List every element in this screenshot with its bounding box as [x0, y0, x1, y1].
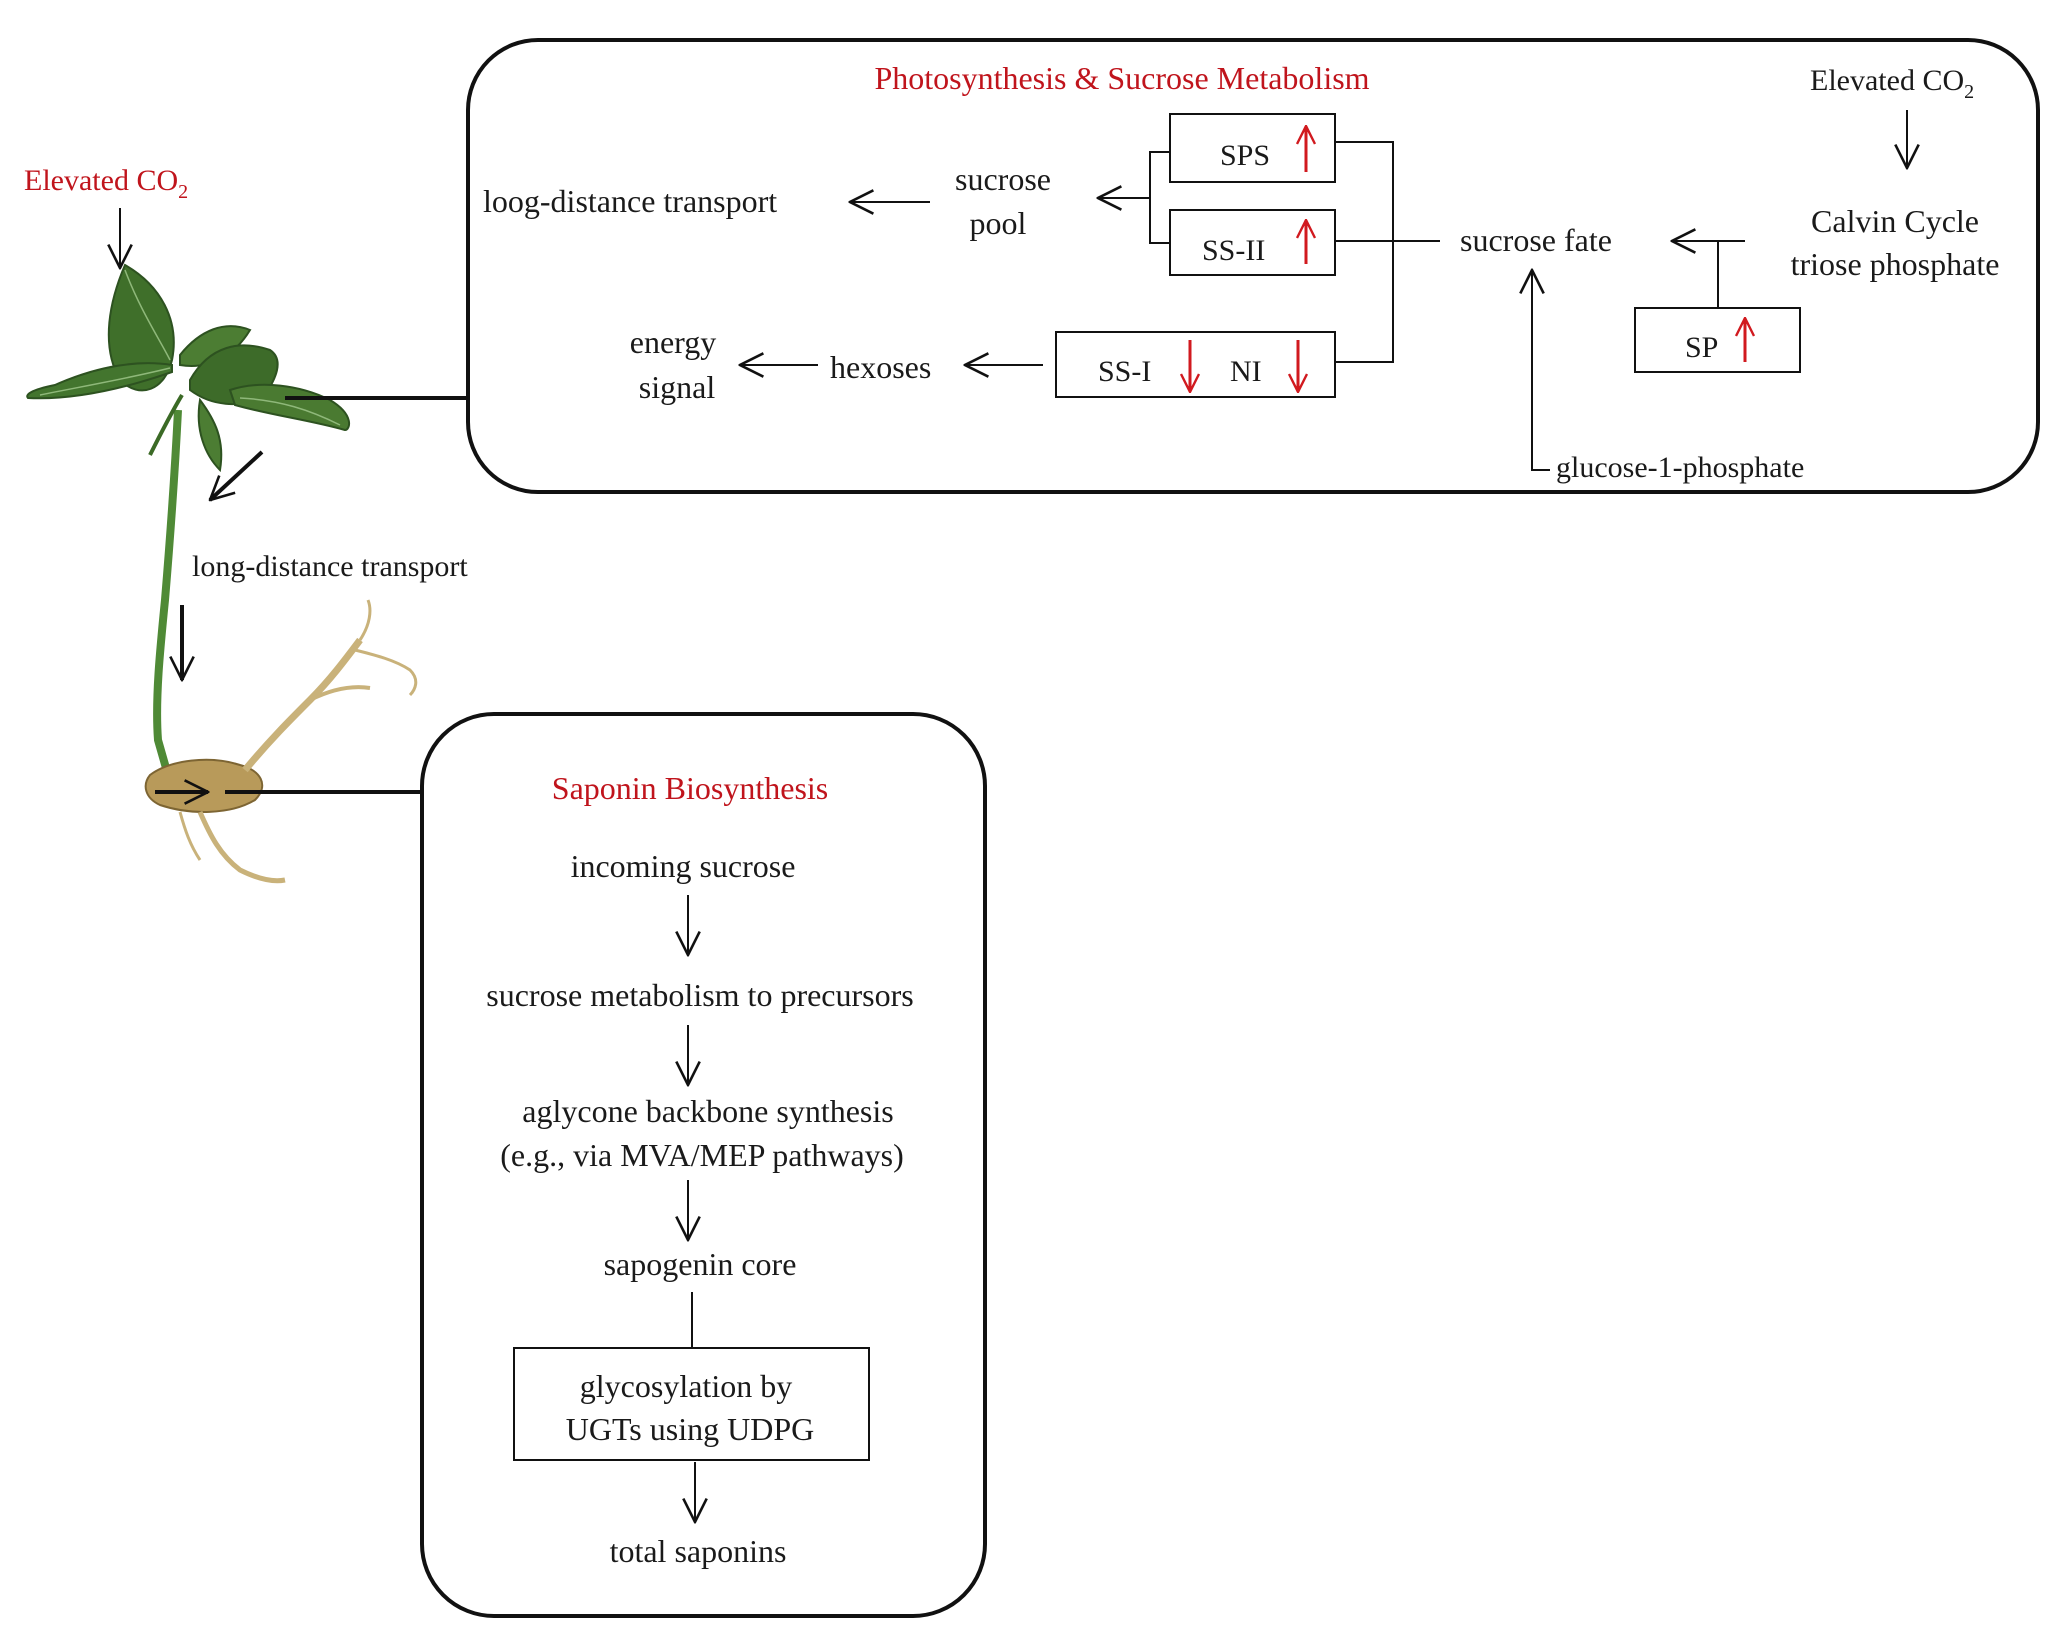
step-aglycone-line2: (e.g., via MVA/MEP pathways) [500, 1137, 904, 1173]
calvin-cycle-label: Calvin Cycle [1811, 203, 1979, 239]
ni-label: NI [1230, 355, 1262, 388]
triose-phosphate-label: triose phosphate [1791, 246, 2000, 282]
energy-label: energy [630, 324, 716, 360]
glycosylation-box [513, 1347, 870, 1461]
sp-box [1634, 307, 1801, 373]
hexoses-label: hexoses [830, 349, 931, 385]
step-sucrose-metabolism: sucrose metabolism to precursors [486, 977, 913, 1013]
plant-long-distance-transport-label: long-distance transport [192, 550, 468, 583]
glucose-to-sucrose-fate-arrow [1532, 270, 1550, 471]
enzyme-bracket-line [1335, 141, 1394, 363]
ss1-label: SS-I [1098, 355, 1151, 388]
step-glycosylation-line1: glycosylation by [580, 1368, 792, 1404]
sp-label: SP [1685, 331, 1718, 364]
step-sapogenin-core: sapogenin core [604, 1246, 797, 1282]
step-incoming-sucrose: incoming sucrose [571, 848, 796, 884]
panel-transport-label: loog-distance transport [483, 183, 777, 219]
step-glycosylation-line2: UGTs using UDPG [566, 1411, 814, 1447]
saponin-panel-title: Saponin Biosynthesis [552, 770, 828, 806]
sucrose-pool-label-line2: pool [970, 205, 1027, 241]
sucrose-fate-label: sucrose fate [1460, 222, 1612, 258]
ss2-label: SS-II [1202, 234, 1265, 267]
photosynthesis-panel-title: Photosynthesis & Sucrose Metabolism [874, 60, 1369, 96]
plant-elevated-co2-label: Elevated CO2 [24, 164, 188, 203]
saponin-panel [420, 712, 987, 1618]
sps-label: SPS [1220, 139, 1270, 172]
step-total-saponins: total saponins [610, 1533, 787, 1569]
photosynthesis-panel [466, 38, 2040, 494]
signal-label: signal [639, 369, 716, 405]
sucrose-pool-label-line1: sucrose [955, 161, 1051, 197]
panel-elevated-co2-label: Elevated CO2 [1810, 64, 1974, 103]
glucose-1-phosphate-label: glucose-1-phosphate [1556, 451, 1804, 484]
leaf-to-stem-arrow [210, 450, 264, 500]
step-aglycone-line1: aglycone backbone synthesis [522, 1093, 893, 1129]
sps-ss2-merge-line [1149, 151, 1170, 244]
